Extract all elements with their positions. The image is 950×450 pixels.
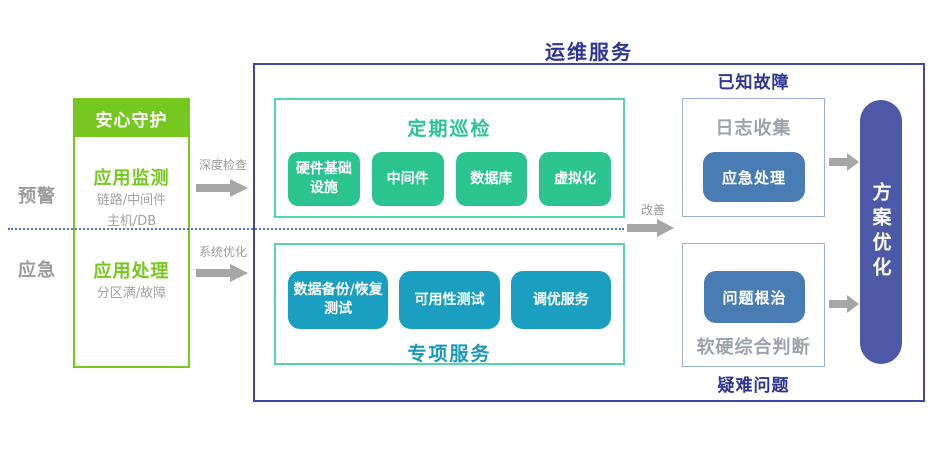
chip-availability-test: 可用性测试: [399, 271, 500, 329]
guard-panel-header: 安心守护: [74, 99, 189, 137]
deep-check-arrow-right-icon: [196, 179, 248, 197]
hard-problem-arrow-right-icon: [829, 295, 859, 313]
app-monitor-detail-line2: 主机/DB: [106, 213, 157, 229]
periodic-inspection-items: 硬件基础设施 中间件 数据库 虚拟化: [288, 152, 611, 206]
periodic-inspection-title: 定期巡检: [407, 118, 492, 140]
app-handle-detail-line1: 分区满/故障: [96, 286, 167, 301]
app-handle-detail: 分区满/故障: [75, 284, 188, 305]
chip-middleware: 中间件: [371, 152, 444, 206]
hw-sw-judgement-caption: 软硬综合判断: [696, 337, 811, 358]
periodic-inspection-box: 定期巡检 硬件基础设施 中间件 数据库 虚拟化: [274, 98, 625, 218]
hard-problem-title: 疑难问题: [717, 376, 790, 396]
phase-label-emergency: 应急: [18, 260, 56, 281]
special-service-title: 专项服务: [407, 343, 492, 365]
app-handle-title: 应用处理: [93, 261, 170, 282]
known-fault-box: 日志收集 应急处理: [682, 98, 825, 217]
deep-check-arrow-label: 深度检查: [198, 158, 247, 172]
ops-service-box: [253, 63, 925, 402]
guard-panel: 安心守护 应用监测 链路/中间件 主机/DB 应用处理 分区满/故障: [73, 98, 190, 368]
special-service-items: 数据备份/恢复测试 可用性测试 调优服务: [288, 271, 611, 329]
solution-optimization-pill: 方案优化: [860, 100, 902, 364]
chip-tuning-service: 调优服务: [510, 271, 611, 329]
ops-service-title: 运维服务: [545, 40, 633, 64]
chip-hardware-infrastructure: 硬件基础设施: [288, 152, 360, 206]
problem-root-cure-button: 问题根治: [704, 271, 805, 323]
special-service-box: 数据备份/恢复测试 可用性测试 调优服务 专项服务: [274, 243, 625, 365]
emergency-handle-button: 应急处理: [703, 152, 805, 202]
phase-label-warning: 预警: [18, 186, 56, 207]
chip-virtualization: 虚拟化: [539, 152, 611, 206]
improve-arrow-right-icon: [627, 219, 674, 237]
known-fault-arrow-right-icon: [829, 153, 859, 171]
improve-arrow-label: 改善: [640, 203, 665, 217]
chip-backup-recovery-test: 数据备份/恢复测试: [288, 271, 389, 329]
known-fault-title: 已知故障: [717, 73, 790, 93]
chip-database: 数据库: [455, 152, 528, 206]
app-monitor-detail: 链路/中间件 主机/DB: [75, 191, 188, 233]
app-monitor-title: 应用监测: [93, 168, 170, 189]
app-monitor-detail-line1: 链路/中间件: [96, 193, 167, 208]
phase-divider-dotted-line: [8, 228, 624, 230]
system-optimize-arrow-label: 系统优化: [198, 245, 247, 259]
hard-problem-box: 问题根治 软硬综合判断: [682, 243, 825, 367]
system-optimize-arrow-right-icon: [196, 264, 248, 282]
log-collection-caption: 日志收集: [715, 118, 792, 139]
